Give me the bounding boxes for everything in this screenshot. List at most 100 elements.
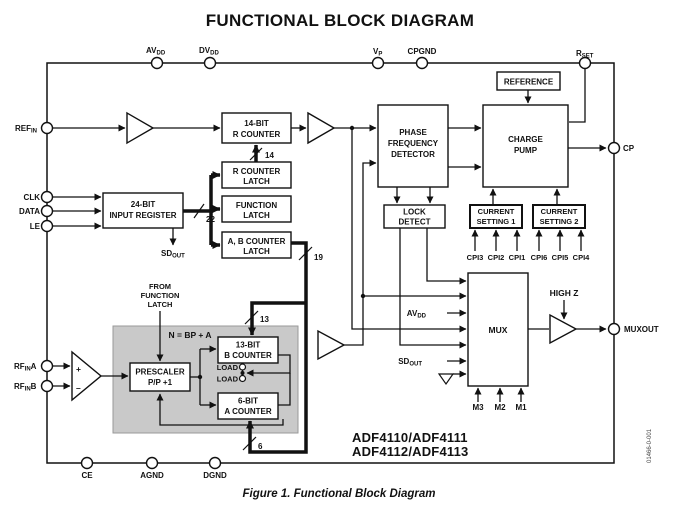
rfina-post: A	[31, 362, 37, 371]
pin-dvdd	[203, 56, 217, 70]
avdd-pin-label: AVDD	[146, 46, 166, 57]
bus-width-13: 13	[260, 315, 269, 324]
mux-avdd-label: AVDD	[407, 309, 427, 320]
muxout-buffer-icon	[549, 313, 578, 345]
pin-vp	[371, 56, 385, 70]
rfinb-base: RF	[14, 382, 25, 391]
wire-bcounter-load-loop	[246, 354, 291, 377]
dvdd-pin-label: DVDD	[199, 46, 219, 57]
n-formula-label: N = BP + A	[169, 330, 212, 340]
amp-plus-label: +	[76, 364, 81, 374]
block-lock-detect	[383, 204, 446, 229]
r-latch-line1: R COUNTER	[233, 167, 281, 176]
junction-load	[240, 371, 245, 375]
block-pfd	[377, 104, 449, 188]
prescaler-line1: PRESCALER	[135, 368, 185, 377]
pin-dgnd	[208, 456, 222, 470]
page-title: FUNCTIONAL BLOCK DIAGRAM	[206, 11, 474, 30]
junction-ndiv	[360, 293, 366, 299]
a-counter-line2: A COUNTER	[224, 407, 271, 416]
pfd-line2: FREQUENCY	[388, 139, 439, 148]
figure-code: 01466-0-001	[647, 428, 653, 463]
pin-muxout	[607, 322, 621, 336]
mux-avdd-base: AV	[407, 309, 418, 318]
ab-latch-line1: A, B COUNTER	[228, 237, 286, 246]
refin-pin-label: REFIN	[15, 124, 37, 135]
prescaler-line2: P/P +1	[148, 378, 173, 387]
avdd-base: AV	[146, 46, 157, 55]
load-circle-a	[238, 374, 247, 383]
register-sdout-base: SD	[161, 249, 172, 258]
pin-rfina	[40, 359, 54, 373]
cpi2-label: CPI2	[488, 253, 505, 262]
from-function-latch-2: FUNCTION	[141, 291, 180, 300]
pin-cp	[607, 141, 621, 155]
vp-base: V	[373, 47, 379, 56]
block-r-counter	[221, 112, 292, 144]
rcounter-buffer-icon	[307, 111, 336, 145]
block-current-setting-2	[532, 204, 586, 229]
pin-agnd	[145, 456, 159, 470]
dgnd-pin-label: DGND	[203, 471, 227, 480]
function-latch-line1: FUNCTION	[236, 201, 278, 210]
charge-pump-line1: CHARGE	[508, 135, 543, 144]
avdd-sub: DD	[157, 51, 166, 57]
block-input-register	[102, 192, 184, 229]
wire-rset-to-chargepump	[569, 68, 586, 123]
amp-minus-label: –	[76, 383, 81, 393]
block-mux	[467, 272, 529, 387]
vp-pin-label: VP	[373, 47, 382, 58]
pin-data	[40, 204, 54, 218]
lock-detect-line2: DETECT	[399, 218, 431, 227]
cs1-line1: CURRENT	[478, 207, 515, 216]
mux-label: MUX	[489, 325, 508, 335]
bus-width-22: 22	[206, 215, 215, 224]
ab-latch-line2: LATCH	[243, 247, 270, 256]
rfinb-post: B	[31, 382, 37, 391]
wire-lockdetect-to-mux5	[399, 228, 467, 349]
wire-acounter-load-loop	[278, 373, 291, 406]
vp-sub: P	[378, 52, 382, 58]
block-prescaler	[129, 362, 191, 392]
junction-dots	[197, 125, 366, 380]
rfina-sub: IN	[25, 367, 31, 373]
wire-rdiv-to-mux	[351, 128, 467, 333]
chip-boundary	[46, 62, 615, 464]
wire-lockdetect-to-mux1	[426, 228, 467, 285]
m3-label: M3	[472, 403, 484, 412]
pin-clk	[40, 190, 54, 204]
block-b-counter	[217, 336, 279, 364]
charge-pump-line2: PUMP	[514, 146, 538, 155]
input-register-line1: 24-BIT	[131, 200, 156, 209]
dvdd-sub: DD	[210, 51, 219, 57]
bus-width-6: 6	[258, 442, 263, 451]
function-latch-line2: LATCH	[243, 211, 270, 220]
b-counter-line2: B COUNTER	[224, 351, 272, 360]
pin-rfinb	[40, 379, 54, 393]
blocks	[102, 71, 586, 420]
part-number-line2: ADF4112/ADF4113	[352, 444, 468, 459]
part-number-line1: ADF4110/ADF4111	[352, 430, 468, 445]
block-r-counter-latch	[221, 161, 292, 189]
bus-ticks	[193, 147, 313, 451]
pfd-line3: DETECTOR	[391, 150, 435, 159]
mux-sdout-label: SDOUT	[398, 357, 422, 368]
cpi1-label: CPI1	[509, 253, 526, 262]
lock-detect-line1: LOCK	[403, 208, 426, 217]
ndiv-buffer-icon	[317, 329, 346, 361]
rfinb-sub: IN	[25, 387, 31, 393]
pin-ce	[80, 456, 94, 470]
load-circle-b	[238, 363, 247, 371]
cp-pin-label: CP	[623, 144, 635, 153]
from-function-latch-1: FROM	[149, 282, 171, 291]
bus-branch-to-bcounter	[248, 301, 306, 336]
r-counter-line2: R COUNTER	[233, 130, 281, 139]
le-pin-label: LE	[30, 222, 41, 231]
reference-label: REFERENCE	[504, 78, 554, 87]
wire-acounter-feedback	[156, 393, 284, 426]
r-counter-line1: 14-BIT	[244, 119, 269, 128]
mux-sdout-base: SD	[398, 357, 409, 366]
cpi6-label: CPI6	[531, 253, 548, 262]
register-sdout-label: SDOUT	[161, 249, 185, 260]
